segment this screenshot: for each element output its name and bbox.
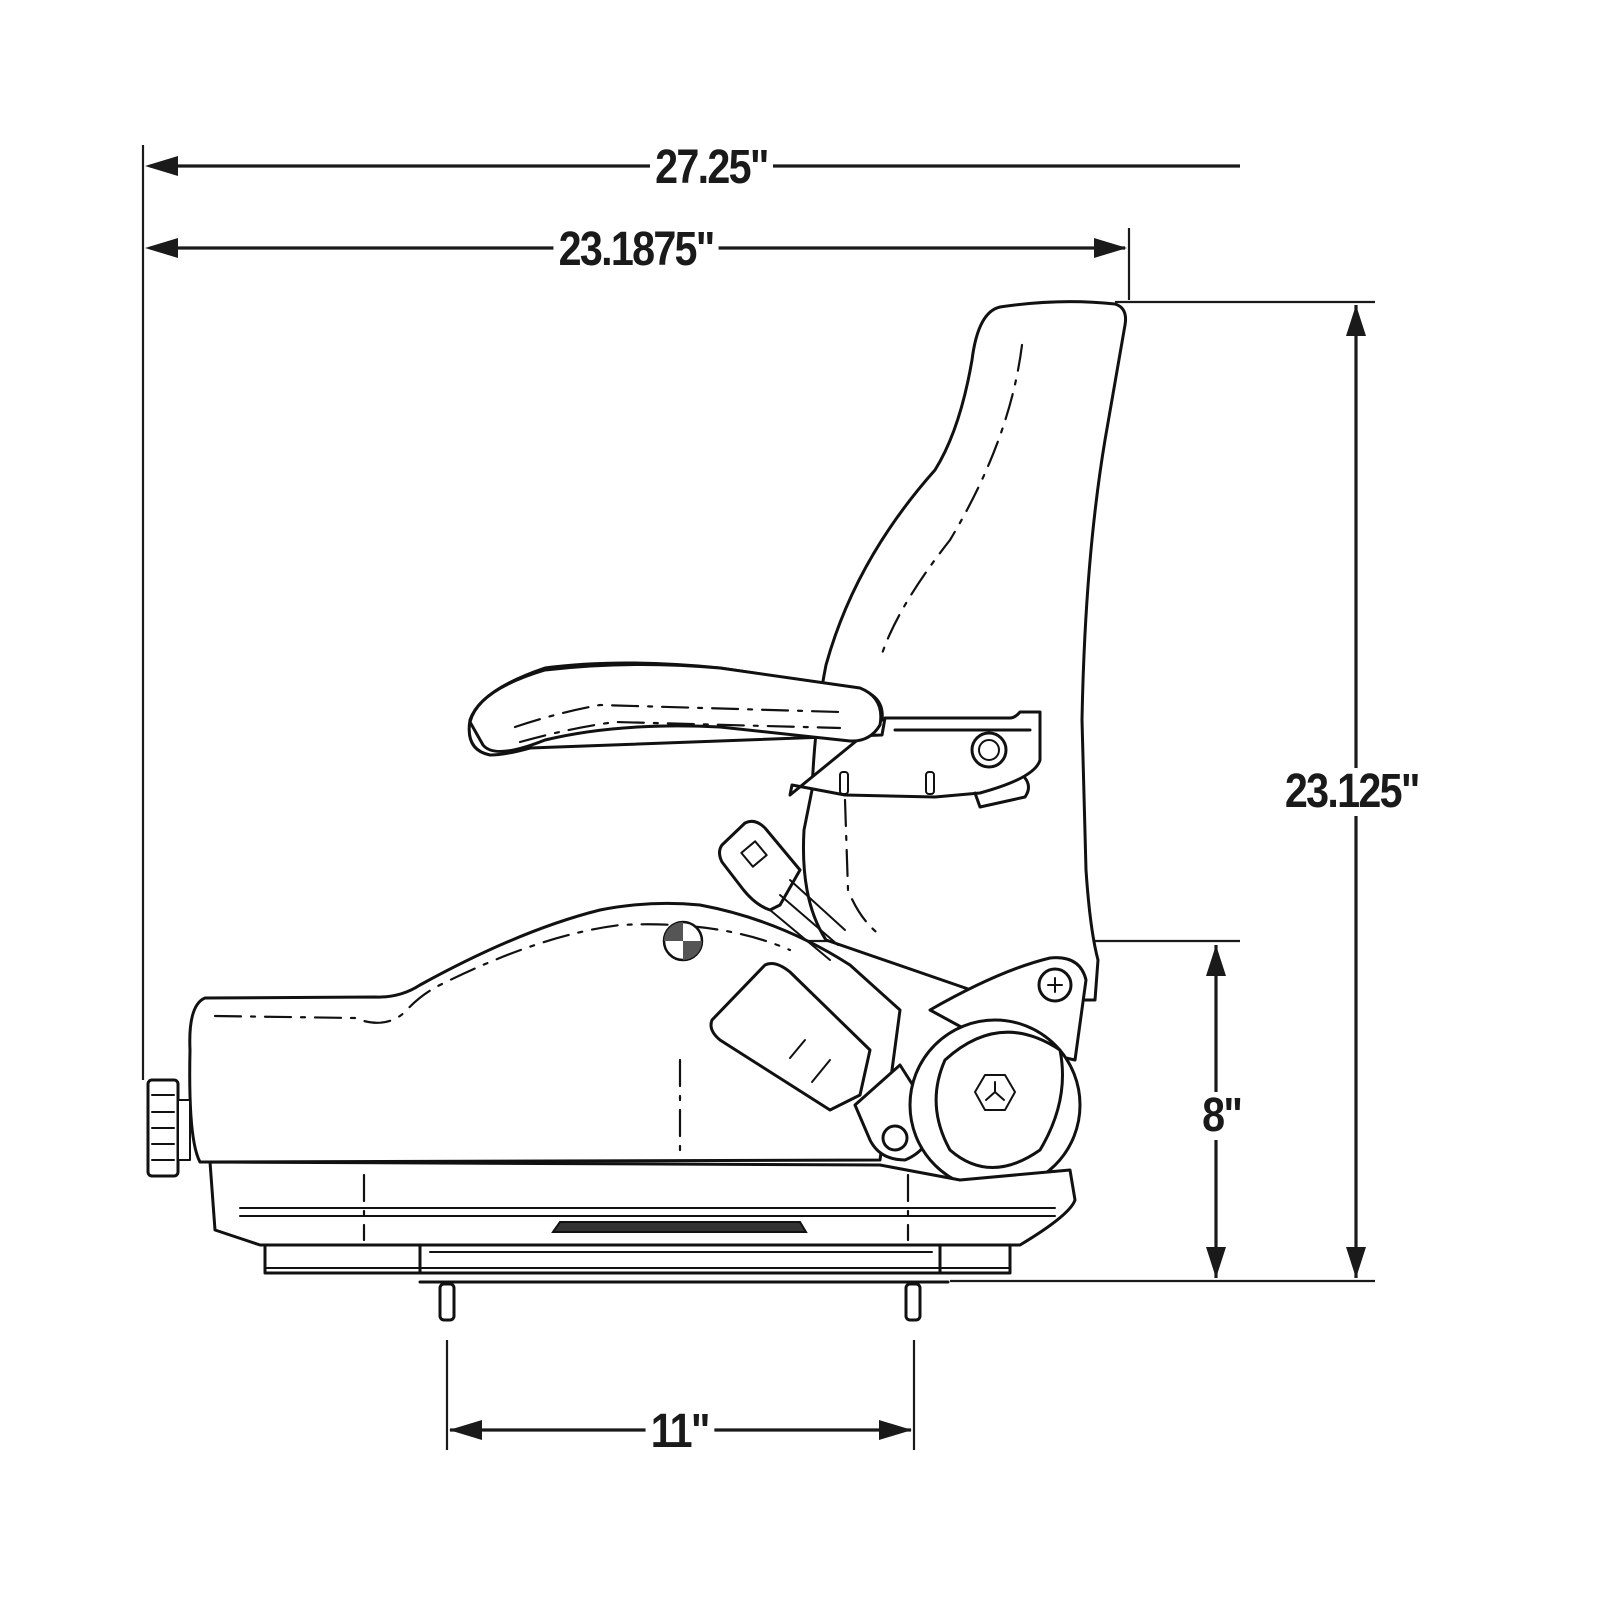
overall-width-label: 27.25" xyxy=(650,144,773,192)
hex-bolt-icon xyxy=(974,1074,1016,1111)
arrow-right-icon xyxy=(1094,238,1127,258)
adjustment-knob xyxy=(146,1078,191,1178)
arrow-left-icon xyxy=(145,156,178,176)
bolt-spacing-label: 11" xyxy=(645,1408,714,1456)
seat-belt-retractor xyxy=(709,962,872,1112)
mounting-stud-left xyxy=(438,1282,456,1322)
seat-drawing xyxy=(146,300,1127,1322)
arrow-up-icon xyxy=(1206,945,1226,976)
arrow-left-icon xyxy=(145,238,178,258)
mounting-stud-right xyxy=(904,1282,922,1322)
mounting-studs xyxy=(438,1282,922,1322)
overall-height-label: 23.125" xyxy=(1279,768,1424,816)
armrest-pivot-bolt xyxy=(970,731,1008,769)
arrow-down-icon xyxy=(1346,1247,1366,1278)
arrow-left-icon xyxy=(449,1420,482,1440)
back-width-label: 23.1875" xyxy=(553,226,719,274)
armrest xyxy=(467,661,1042,809)
slide-rails xyxy=(263,1243,1012,1284)
suspension-base xyxy=(208,1160,1077,1247)
hip-point-marker xyxy=(662,920,704,962)
sip-height-label: 8" xyxy=(1197,1092,1247,1140)
arrow-down-icon xyxy=(1206,1247,1226,1278)
recline-pivot-bolt xyxy=(1037,967,1073,1003)
recline-mechanism xyxy=(908,956,1088,1192)
backrest xyxy=(802,300,1127,1002)
arrow-up-icon xyxy=(1346,305,1366,336)
arrow-right-icon xyxy=(879,1420,912,1440)
seat-cushion xyxy=(188,901,902,1164)
